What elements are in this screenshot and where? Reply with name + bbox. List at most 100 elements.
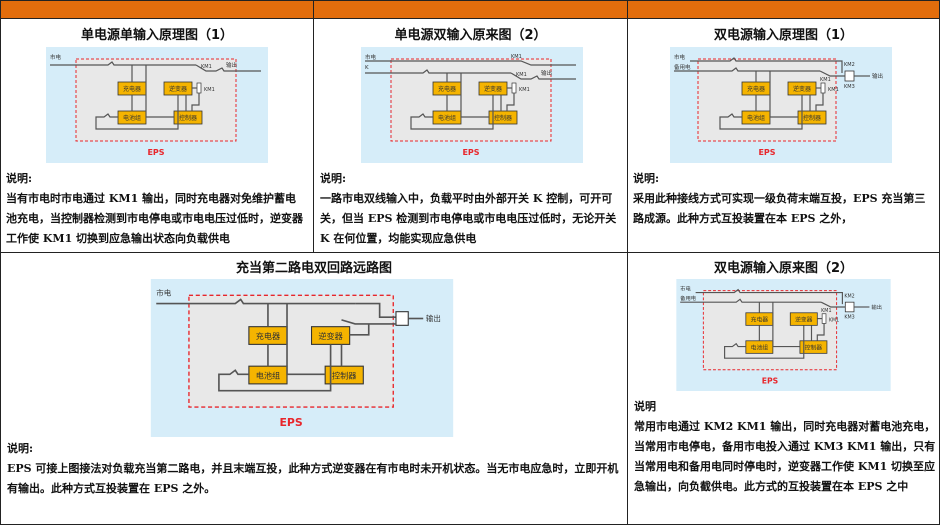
eps-label: EPS [147,148,164,157]
eps-boundary [697,58,837,142]
eps-boundary [702,290,838,371]
wire [506,93,515,111]
wire [819,70,845,77]
inverter-box [789,312,818,326]
battery-label: 电池组 [438,114,456,122]
battery-label: 电池组 [123,114,141,122]
km-label: KM1 [516,72,527,78]
wire [341,319,396,325]
battery-label: 电池组 [747,114,765,122]
wire [769,71,798,118]
cell-title: 单电源双输入原来图（2） [394,28,547,43]
source-label: 市电 [50,53,62,61]
description-text: EPS 可接上图接法对负载充当第二路电，并且末端互投，此种方式逆变器在有市电时未… [7,462,619,495]
cell-title: 充当第二路电双回路远路图 [235,261,392,276]
km-label: KM1 [820,77,831,83]
cell-second-circuit: 充当第二路电双回路远路图 EPS 市电输出充电器 逆变器电池组 控制器 说明: EPS… [0,252,628,525]
wire [349,323,370,336]
wire [724,325,805,359]
inverter-label: 逆变器 [169,85,187,93]
eps-boundary [188,294,394,408]
output-label: 输出 [872,72,883,80]
mains-wire [674,67,820,72]
description-text: 当有市电时市电通过 KM1 输出，同时充电器对免维护蓄电池充电，当控制器检测到市… [6,192,303,245]
controller-label: 控制器 [494,114,512,122]
wire [410,95,494,130]
wire [145,65,174,118]
transfer-switch [844,301,855,313]
relay-coil [821,313,827,324]
controller-box [799,340,828,354]
description: 说明: 一路市电双线输入中，负载平时由外部开关 K 控制，可开可关，但当 EPS… [320,169,623,249]
wire [460,73,489,118]
output-label: 输出 [226,61,237,69]
wiring-diagram: EPS市电输出KM1充电器逆变器电池组控制器KM1 [46,47,268,163]
description-text: 一路市电双线输入中，负载平时由外部开关 K 控制，可开可关，但当 EPS 检测到… [320,192,617,245]
relay-coil [196,82,202,94]
mains-wire [50,61,196,66]
cell-title: 单电源单输入原理图（1） [80,28,234,43]
relay-coil [511,82,517,94]
inverter-label: 逆变器 [795,315,813,323]
controller-label: 控制器 [803,114,821,122]
header-cell-2 [313,0,628,19]
charger-label: 充电器 [747,85,765,93]
wire [95,95,179,130]
description-text: 常用市电通过 KM2 KM1 输出，同时充电器对蓄电池充电，当常用市电停电，备用… [634,420,936,493]
controller-label: 控制器 [332,370,356,380]
source-label: 市电 [674,53,686,61]
km-label: KM3 [844,84,855,90]
km-label: KM2 [844,62,855,68]
controller-label: 控制器 [179,114,197,122]
source-label: 市电 [680,285,691,293]
relay-coil [820,82,826,94]
km-coil-label: KM1 [519,87,530,93]
cell-title: 双电源输入原来图（2） [713,261,854,276]
km-label: KM3 [844,315,854,321]
km-coil-label: KM1 [204,87,215,93]
source-label: 市电 [365,53,377,61]
wire [365,60,576,66]
mains-wire [156,298,356,305]
transfer-switch [395,311,409,326]
cell-title: 双电源输入原理图（1） [713,28,854,43]
description-text: 采用此种接线方式可实现一级负荷末端互投，EPS 充当第三路成源。此种方式互投装置… [633,192,926,225]
header-cell-3 [627,0,940,19]
inverter-label: 逆变器 [793,85,811,93]
km-coil-label: KM1 [829,317,839,323]
eps-label: EPS [279,416,302,429]
wire [820,301,846,308]
source-label: 市电 [156,287,171,297]
inverter-label: 逆变器 [318,331,342,341]
eps-label: EPS [762,376,779,385]
charger-label: 充电器 [438,85,456,93]
wire [195,64,261,72]
wiring-diagram: EPS市电KKM1输出KM1充电器逆变器电池组控制器KM1 [361,47,583,163]
description: 说明: EPS 可接上图接法对负载充当第二路电，并且末端互投，此种方式逆变器在有… [7,439,622,499]
wire [690,57,843,73]
battery-label: 电池组 [751,343,769,351]
transfer-switch [844,70,855,82]
output-label: 输出 [426,313,441,323]
description-label: 说明: [320,172,347,185]
km-label: KM1 [201,64,212,70]
wire [191,93,200,111]
km-coil-label: KM1 [828,87,839,93]
header-cell-1 [0,0,314,19]
source-label: 备用电 [680,294,697,302]
output-label: 输出 [871,303,882,311]
wire [218,344,332,392]
mains-wire [680,298,822,303]
wire [816,323,825,341]
battery-label: 电池组 [256,370,280,380]
km-label: KM1 [511,54,522,60]
eps-boundary [75,58,237,142]
wire [355,302,396,318]
charger-label: 充电器 [256,331,280,341]
